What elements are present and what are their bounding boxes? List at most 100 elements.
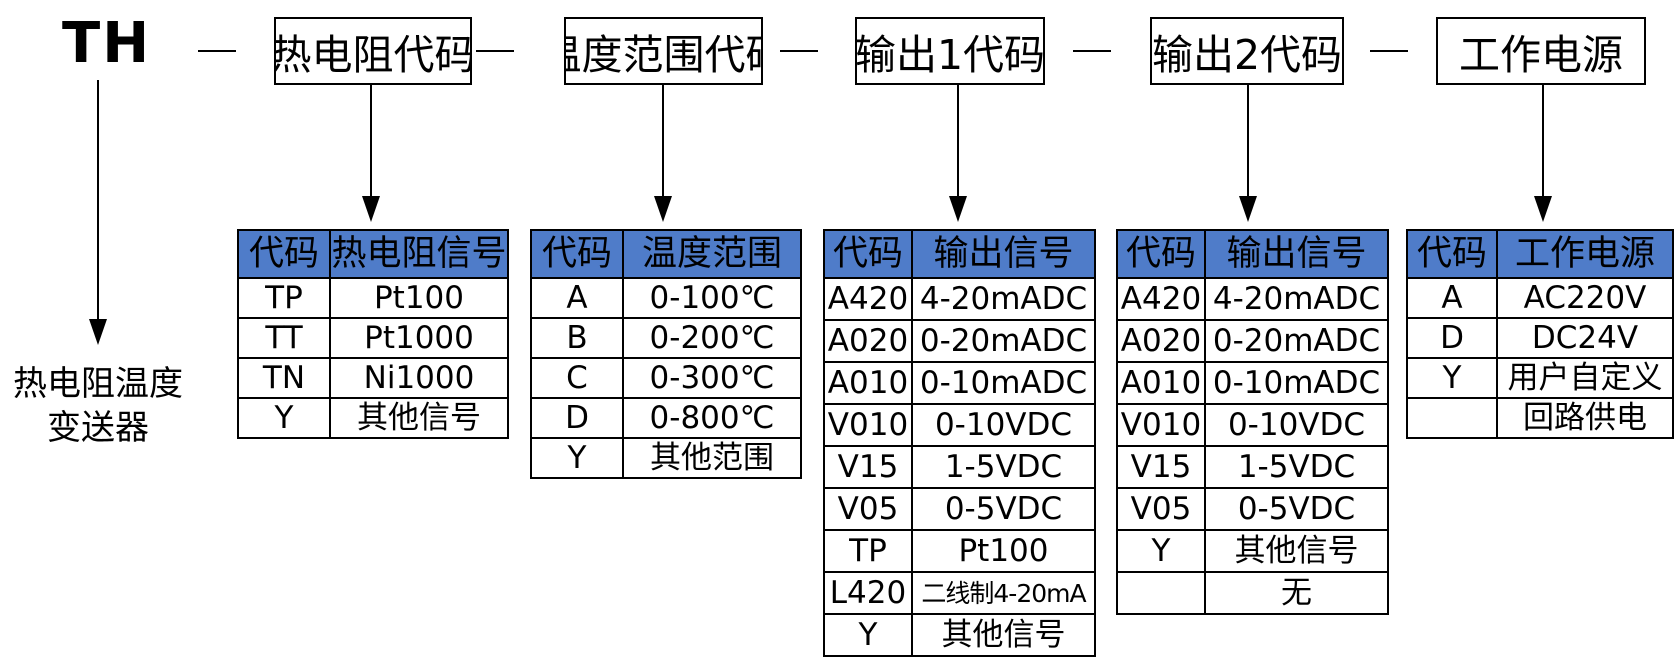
connector-line xyxy=(662,85,664,197)
code-cell: A020 xyxy=(1116,319,1206,363)
product-name-line: 变送器 xyxy=(47,408,149,448)
value-cell: Pt1000 xyxy=(329,317,509,359)
arrowhead xyxy=(1239,196,1257,222)
code-cell: TT xyxy=(237,317,331,359)
value-cell: 1-5VDC xyxy=(911,445,1096,489)
value-cell: 1-5VDC xyxy=(1204,445,1389,489)
value-cell: 其他范围 xyxy=(622,437,802,479)
separator-dash xyxy=(780,50,818,52)
value-cell: Ni1000 xyxy=(329,357,509,399)
code-cell: V05 xyxy=(1116,487,1206,531)
header-cell: 代码 xyxy=(530,229,624,279)
product-name: 热电阻温度 变送器 xyxy=(0,362,196,450)
code-cell: A420 xyxy=(823,277,913,321)
value-cell: 0-10VDC xyxy=(911,403,1096,447)
code-cell: V05 xyxy=(823,487,913,531)
code-cell: V15 xyxy=(823,445,913,489)
value-cell: 0-200℃ xyxy=(622,317,802,359)
code-cell: V010 xyxy=(823,403,913,447)
table-header-row: 代码 热电阻信号 xyxy=(237,229,509,279)
separator-dash xyxy=(1370,50,1408,52)
value-cell: Pt100 xyxy=(911,529,1096,573)
code-cell: D xyxy=(530,397,624,439)
header-cell: 代码 xyxy=(823,229,913,279)
value-cell: 其他信号 xyxy=(911,613,1096,657)
table-header-row: 代码 工作电源 xyxy=(1406,229,1674,279)
value-cell: 0-5VDC xyxy=(1204,487,1389,531)
value-cell: 用户自定义 xyxy=(1496,357,1674,399)
value-cell: 0-10VDC xyxy=(1204,403,1389,447)
separator-dash xyxy=(476,50,514,52)
header-cell: 输出信号 xyxy=(1204,229,1389,279)
value-cell: 0-100℃ xyxy=(622,277,802,319)
code-cell: Y xyxy=(1116,529,1206,573)
value-cell: 0-20mADC xyxy=(1204,319,1389,363)
code-cell: TP xyxy=(823,529,913,573)
product-name-line: 热电阻温度 xyxy=(13,364,183,404)
table-row: 回路供电 xyxy=(1406,397,1674,439)
code-cell: A xyxy=(530,277,624,319)
code-cell: C xyxy=(530,357,624,399)
code-box-rtd: 热电阻代码 xyxy=(274,17,472,85)
value-cell: 0-10mADC xyxy=(1204,361,1389,405)
code-cell: A xyxy=(1406,277,1498,319)
code-box-output1: 输出1代码 xyxy=(855,17,1045,85)
connector-line xyxy=(957,85,959,197)
code-cell: Y xyxy=(823,613,913,657)
arrowhead xyxy=(654,196,672,222)
code-box-power: 工作电源 xyxy=(1436,17,1646,85)
code-cell: V15 xyxy=(1116,445,1206,489)
value-cell: 其他信号 xyxy=(1204,529,1389,573)
separator-dash xyxy=(1073,50,1111,52)
code-cell: D xyxy=(1406,317,1498,359)
header-cell: 代码 xyxy=(237,229,331,279)
code-cell: Y xyxy=(530,437,624,479)
value-cell: 0-10mADC xyxy=(911,361,1096,405)
table-header-row: 代码 输出信号 xyxy=(1116,229,1389,279)
code-box-output2: 输出2代码 xyxy=(1150,17,1344,85)
code-cell xyxy=(1116,571,1206,615)
code-cell: A020 xyxy=(823,319,913,363)
value-cell: 0-300℃ xyxy=(622,357,802,399)
header-cell: 输出信号 xyxy=(911,229,1096,279)
connector-line xyxy=(1247,85,1249,197)
connector-line xyxy=(1542,85,1544,197)
header-cell: 温度范围 xyxy=(622,229,802,279)
code-cell: Y xyxy=(237,397,331,439)
code-cell: Y xyxy=(1406,357,1498,399)
header-cell: 代码 xyxy=(1116,229,1206,279)
arrowhead xyxy=(949,196,967,222)
code-cell: V010 xyxy=(1116,403,1206,447)
table-header-row: 代码 输出信号 xyxy=(823,229,1096,279)
header-cell: 工作电源 xyxy=(1496,229,1674,279)
code-cell: TN xyxy=(237,357,331,399)
value-cell: 回路供电 xyxy=(1496,397,1674,439)
code-cell xyxy=(1406,397,1498,439)
